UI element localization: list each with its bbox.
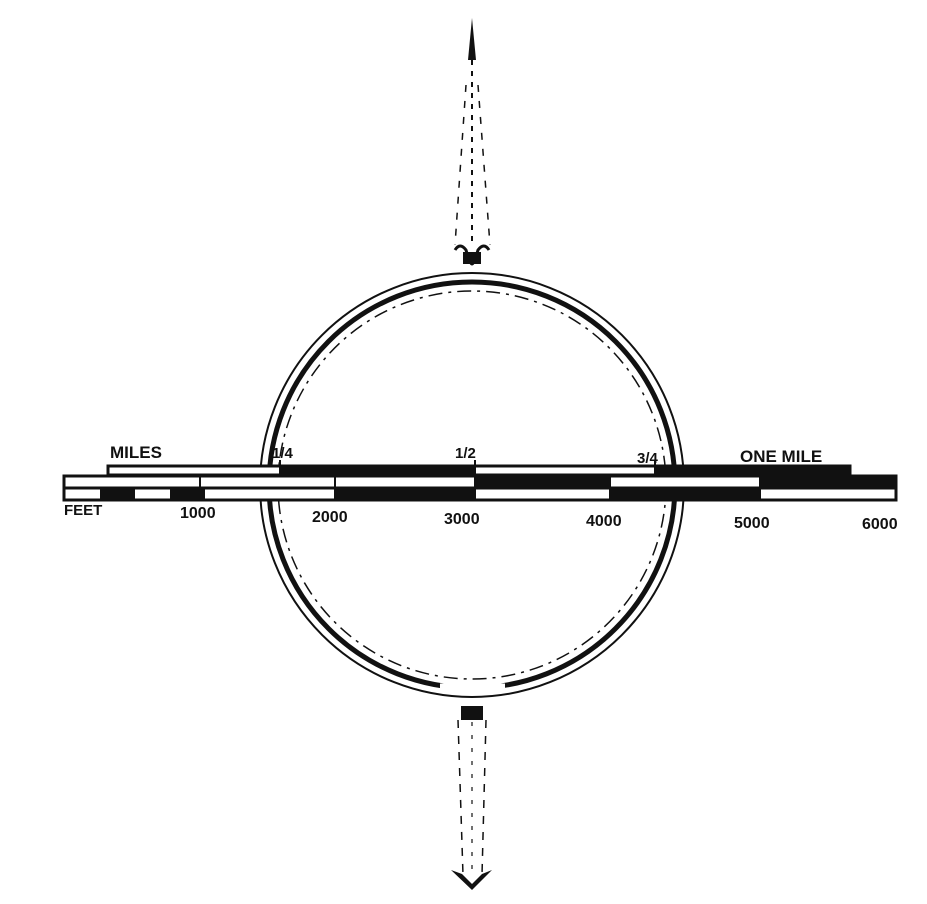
- feet-tick-4000: 4000: [586, 513, 622, 530]
- north-pointer: [455, 18, 490, 264]
- feet-scale-bar: [64, 476, 896, 500]
- feet-tick-2000: 2000: [312, 509, 348, 526]
- miles-label: MILES: [110, 443, 162, 462]
- miles-tick-half: 1/2: [455, 445, 476, 462]
- feet-tick-3000: 3000: [444, 511, 480, 528]
- miles-tick-quarter: 1/4: [272, 445, 294, 462]
- feet-tick-6000: 6000: [862, 516, 898, 533]
- miles-tick-three-quarter: 3/4: [637, 450, 659, 467]
- miles-scale-bar: [108, 460, 850, 476]
- south-pointer: [451, 706, 492, 890]
- feet-tick-5000: 5000: [734, 515, 770, 532]
- feet-label: FEET: [64, 502, 102, 519]
- miles-tick-one-mile: ONE MILE: [740, 447, 822, 466]
- feet-tick-1000: 1000: [180, 505, 216, 522]
